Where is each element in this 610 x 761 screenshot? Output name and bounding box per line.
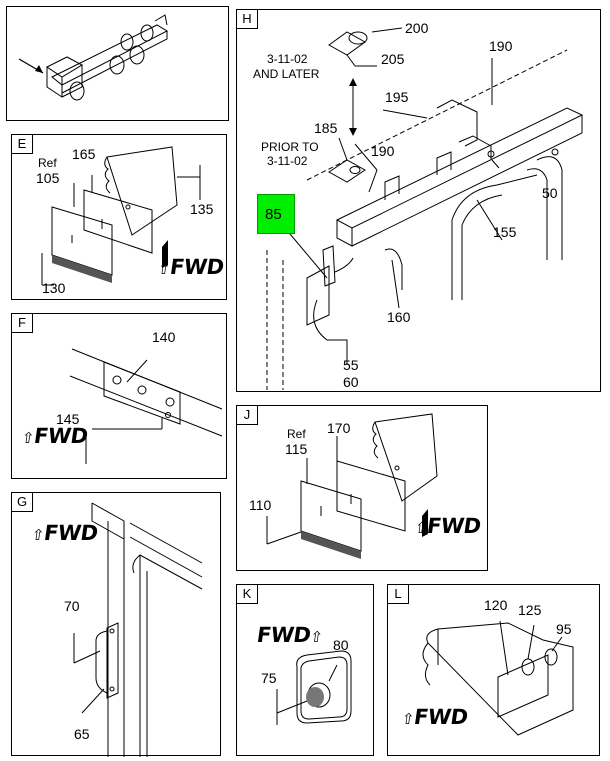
- callout-190-top: 190: [489, 38, 513, 54]
- callout-125: 125: [518, 602, 542, 618]
- callout-85: 85: [265, 206, 282, 223]
- label-ref: Ref: [287, 427, 306, 441]
- label-ref: Ref: [38, 156, 57, 170]
- callout-195: 195: [385, 89, 409, 105]
- panel-tag: E: [12, 135, 33, 154]
- callout-50: 50: [542, 185, 558, 201]
- and-later-label: AND LATER: [253, 67, 320, 81]
- callout-70: 70: [64, 598, 80, 614]
- fwd-indicator: ⇧FWD: [30, 521, 100, 545]
- callout-60: 60: [343, 374, 359, 390]
- panel-e: E Ref 105 165 135 130 ⇧FWD: [11, 134, 227, 300]
- panel-f: F 140 145 ⇧FWD: [11, 313, 227, 479]
- fwd-indicator: FWD⇧: [255, 623, 324, 647]
- frame-rail-bracket-illustration: [266, 27, 584, 390]
- overview-panel: [6, 6, 229, 121]
- callout-165: 165: [72, 146, 96, 162]
- hitch-bracket-illustration: [422, 620, 574, 736]
- highlight-part-85[interactable]: [257, 194, 295, 234]
- callout-55: 55: [343, 357, 359, 373]
- prior-to-label: PRIOR TO: [261, 140, 319, 154]
- panel-tag: J: [237, 406, 258, 425]
- fwd-indicator: ⇧FWD: [20, 424, 90, 448]
- forward-arrow-icon: ⇧: [308, 628, 324, 646]
- callout-155: 155: [493, 224, 517, 240]
- truck-chassis-illustration: [18, 14, 169, 101]
- panel-tag: K: [237, 585, 258, 604]
- callout-170: 170: [327, 420, 351, 436]
- callout-115: 115: [285, 441, 308, 457]
- callout-185: 185: [314, 120, 338, 136]
- callout-75: 75: [261, 670, 277, 686]
- callout-95: 95: [556, 621, 572, 637]
- panel-j: J Ref 115 170 110 ⇧FWD: [236, 405, 488, 571]
- callout-135: 135: [190, 201, 214, 217]
- callout-160: 160: [387, 309, 411, 325]
- callout-130: 130: [42, 280, 66, 296]
- panel-tag: G: [12, 493, 33, 512]
- fwd-indicator: ⇧FWD: [413, 514, 483, 538]
- callout-190-mid: 190: [371, 143, 395, 159]
- callout-105: 105: [36, 170, 60, 186]
- panel-tag: L: [388, 585, 409, 604]
- callout-145: 145: [56, 411, 80, 427]
- panel-h: H: [236, 9, 601, 392]
- callout-200: 200: [405, 20, 429, 36]
- fwd-indicator: ⇧FWD: [400, 705, 470, 729]
- callout-120: 120: [484, 597, 508, 613]
- callout-65: 65: [74, 726, 90, 742]
- date-later: 3-11-02: [267, 52, 308, 66]
- panel-g: G 70 65 ⇧FWD: [11, 492, 221, 757]
- callout-205: 205: [381, 51, 405, 67]
- callout-140: 140: [152, 329, 176, 345]
- panel-l: L 120 125 95 ⇧FWD: [387, 584, 600, 756]
- fwd-indicator: ⇧FWD: [156, 255, 226, 279]
- mudflap-bracket-illustration: [41, 146, 201, 286]
- mudflap-bracket-illustration: [266, 413, 438, 559]
- date-prior: 3-11-02: [267, 154, 308, 168]
- bracket-plate-illustration: [69, 348, 223, 464]
- panel-k: K 80 75 FWD⇧: [236, 584, 374, 756]
- panel-tag: H: [237, 10, 258, 29]
- bumper-pad-illustration: [276, 650, 352, 725]
- panel-tag: F: [12, 314, 33, 333]
- grab-handle-illustration: [73, 502, 203, 757]
- callout-110: 110: [249, 497, 272, 513]
- callout-80: 80: [333, 637, 349, 653]
